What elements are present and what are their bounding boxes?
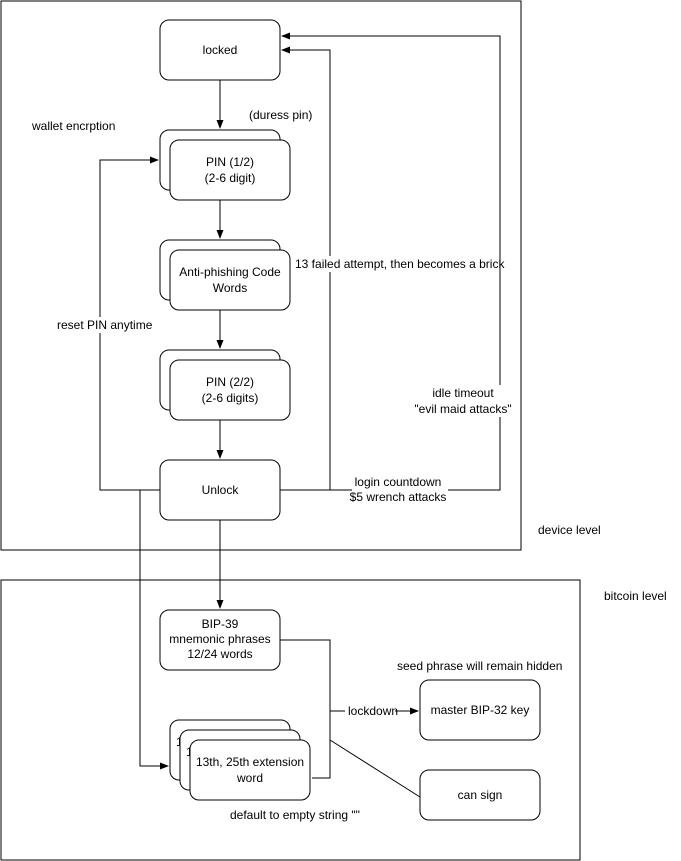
label-default-empty: default to empty string "": [230, 808, 360, 822]
node-anti-phishing[interactable]: Anti-phishing Code Words: [159, 239, 291, 311]
edge-to-can-sign: [329, 739, 421, 798]
node-pin1-line1: PIN (1/2): [206, 155, 254, 169]
label-idle-timeout-line2: "evil maid attacks": [414, 402, 511, 416]
node-pin2-line1: PIN (2/2): [206, 375, 254, 389]
label-wallet-encryption: wallet encrption: [31, 119, 115, 133]
node-anti-phishing-line1: Anti-phishing Code: [179, 265, 281, 279]
label-lockdown: lockdown: [348, 704, 398, 718]
node-unlock-label: Unlock: [202, 483, 240, 497]
label-idle-timeout-line1: idle timeout: [432, 386, 494, 400]
node-can-sign[interactable]: can sign: [419, 769, 541, 821]
label-failed-attempts: 13 failed attempt, then becomes a brick: [295, 257, 505, 271]
node-extension-word-line1: 13th, 25th extension: [196, 755, 304, 769]
node-pin2[interactable]: PIN (2/2) (2-6 digits): [159, 349, 291, 421]
label-login-countdown-line1: login countdown: [355, 475, 442, 489]
node-extension-word-line2: word: [236, 771, 263, 785]
node-pin1[interactable]: PIN (1/2) (2-6 digit): [159, 129, 291, 201]
node-bip39-line2: mnemonic phrases: [169, 632, 270, 646]
label-duress-pin: (duress pin): [249, 108, 312, 122]
node-extension-word[interactable]: 1 1 13th, 25th extension word: [169, 719, 311, 801]
node-master-key-label: master BIP-32 key: [431, 703, 530, 717]
node-bip39[interactable]: BIP-39 mnemonic phrases 12/24 words: [159, 609, 281, 671]
label-seed-hidden: seed phrase will remain hidden: [397, 659, 562, 673]
device-level-frame: [0, 0, 522, 551]
label-login-countdown-line2: $5 wrench attacks: [350, 490, 447, 504]
node-unlock[interactable]: Unlock: [159, 459, 281, 521]
node-can-sign-label: can sign: [458, 788, 503, 802]
node-bip39-line3: 12/24 words: [187, 647, 252, 661]
node-bip39-line1: BIP-39: [202, 617, 239, 631]
label-reset-pin: reset PIN anytime: [57, 318, 153, 332]
node-anti-phishing-line2: Words: [213, 281, 247, 295]
label-bitcoin-level: bitcoin level: [604, 589, 667, 603]
edge-bip39-to-junction: [280, 639, 331, 779]
bitcoin-level-frame: [0, 579, 581, 861]
label-device-level: device level: [538, 523, 601, 537]
node-pin2-line2: (2-6 digits): [202, 391, 259, 405]
node-master-key[interactable]: master BIP-32 key: [419, 679, 541, 741]
node-locked[interactable]: locked: [159, 19, 281, 81]
node-locked-label: locked: [203, 43, 238, 57]
edge-unlock-to-extension: [139, 490, 169, 770]
node-pin1-line2: (2-6 digit): [205, 171, 256, 185]
